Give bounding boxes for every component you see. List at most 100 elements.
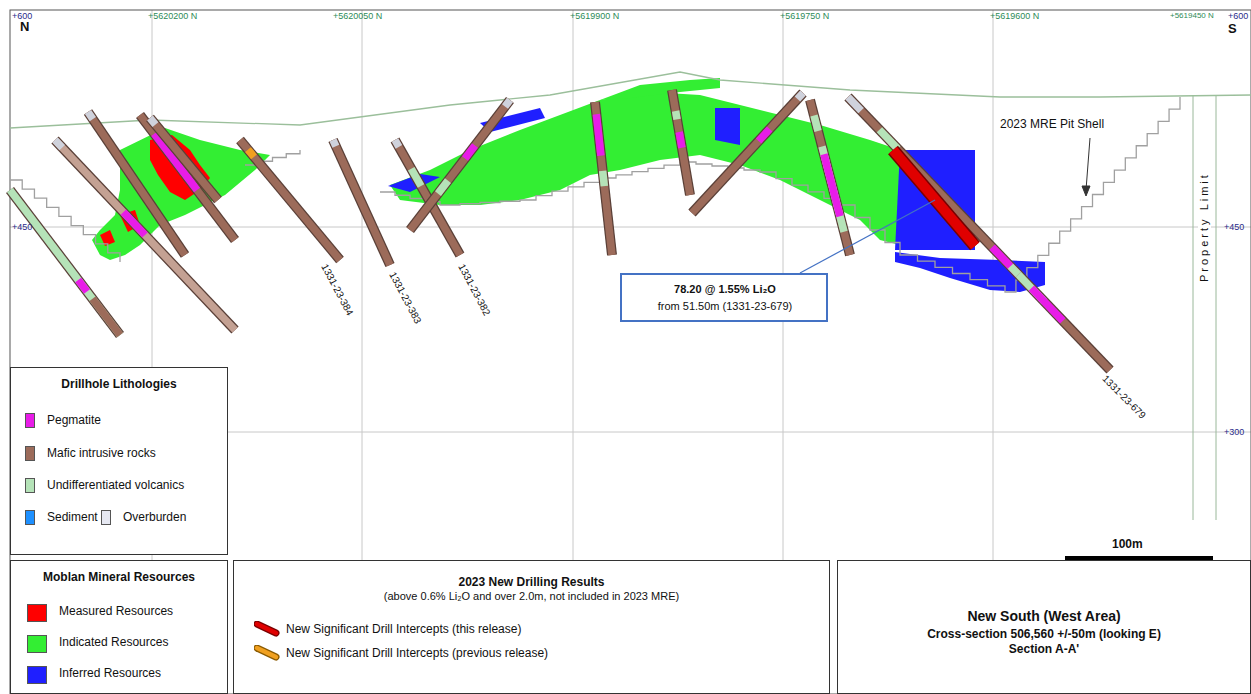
icon-fill	[257, 624, 276, 633]
label: S	[1228, 22, 1237, 37]
drillhole-interval	[1031, 288, 1062, 321]
label: +450	[12, 222, 32, 232]
legend-text: Sediment	[47, 510, 98, 524]
drillhole-outline	[88, 112, 185, 255]
drillhole-interval	[78, 280, 87, 292]
drillhole-outline	[140, 115, 235, 240]
drillhole-interval	[55, 140, 62, 148]
drillhole-outline	[410, 100, 510, 230]
drillhole-outline	[333, 140, 390, 265]
drillhole-interval	[759, 129, 770, 141]
drillhole-outline	[10, 190, 120, 335]
label: Property Limit	[1198, 172, 1211, 282]
drillhole-interval	[395, 140, 460, 255]
node-text: Moblan Mineral Resources	[43, 570, 195, 584]
legend-text: New Significant Drill Intercepts (previo…	[286, 646, 548, 660]
legend-text: New Significant Drill Intercepts (this r…	[286, 622, 521, 636]
drillhole-interval	[992, 247, 1018, 274]
legend-swatch	[25, 510, 35, 525]
intercept-icon	[254, 645, 280, 661]
label: +5620200 N	[148, 11, 197, 21]
legend-box: Moblan Mineral ResourcesMeasured Resourc…	[10, 560, 228, 694]
label: +300	[1224, 427, 1244, 437]
icon-fill	[257, 648, 276, 657]
drillhole-interval	[848, 97, 861, 111]
drillhole-interval	[814, 116, 818, 132]
label: +5620050 N	[333, 11, 382, 21]
drillhole-interval	[879, 130, 897, 149]
drillhole-interval	[672, 90, 690, 195]
drillhole-interval	[333, 140, 336, 146]
drillhole-interval	[123, 212, 145, 235]
drillhole-interval	[822, 147, 844, 232]
grid	[10, 10, 1251, 694]
drillhole-interval	[1010, 266, 1018, 274]
drillhole-interval	[93, 299, 121, 335]
legend-text: Mafic intrusive rocks	[47, 446, 156, 460]
drillhole-interval	[676, 111, 677, 119]
label: 1331-23-382	[456, 262, 493, 317]
legend-swatch	[27, 635, 47, 653]
legend-swatch	[25, 478, 35, 493]
legend-swatch	[101, 510, 111, 525]
node-text: 2023 New Drilling Results	[458, 575, 604, 589]
drillhole-outline	[672, 90, 690, 195]
resource-blocks	[92, 78, 1045, 292]
legend-swatch	[25, 446, 35, 461]
drillhole-interval	[248, 150, 254, 157]
drillhole-outline	[810, 100, 850, 255]
legend-swatch	[27, 666, 47, 684]
label: +450	[1224, 222, 1244, 232]
legend-text: Pegmatite	[47, 413, 101, 427]
frame	[10, 10, 1251, 694]
label: N	[20, 20, 29, 35]
node-text: Drillhole Lithologies	[61, 377, 176, 391]
label: +5619600 N	[990, 11, 1039, 21]
drillhole-outline	[55, 140, 235, 330]
legend-swatch	[25, 413, 35, 428]
drillhole-interval	[88, 112, 185, 255]
drillhole-interval	[797, 93, 803, 99]
legend-swatch	[27, 604, 47, 622]
results-panel: 2023 New Drilling Results(above 0.6% Li₂…	[233, 560, 830, 694]
drillhole-interval	[679, 132, 682, 148]
icon-outline	[257, 648, 276, 657]
drillhole-interval	[410, 100, 510, 230]
drillhole-outline	[240, 140, 340, 260]
drillhole-outline	[692, 93, 803, 213]
icon-outline	[257, 624, 276, 633]
node-text: from 51.50m (1331-23-679)	[658, 300, 793, 312]
drillhole-outline	[595, 102, 612, 255]
node-text: (above 0.6% Li₂O and over 2.0m, not incl…	[384, 590, 679, 602]
drillhole-interval	[88, 112, 93, 119]
label: +5619750 N	[780, 11, 829, 21]
drillhole-interval	[333, 140, 390, 265]
drillhole-interval	[240, 140, 340, 260]
node-text: Section A-A'	[1009, 642, 1079, 656]
callout-leader	[800, 200, 935, 273]
drillhole-interval	[150, 118, 155, 125]
node-text: New South (West Area)	[967, 608, 1120, 624]
intercept-outline	[893, 150, 975, 246]
label: 1331-23-679	[1100, 373, 1148, 421]
drillhole-outline	[395, 140, 460, 255]
drillhole-interval	[505, 100, 510, 107]
drillhole-interval	[55, 140, 235, 330]
drillhole-interval	[692, 93, 803, 213]
drillhole-interval	[824, 154, 840, 216]
label: 1331-23-383	[387, 270, 424, 325]
label: 1331-23-384	[319, 262, 356, 317]
drillhole-interval	[140, 115, 235, 240]
drillhole-interval	[150, 118, 218, 200]
node-text: 78.20 @ 1.55% Li₂O	[674, 283, 776, 295]
label: 100m	[1112, 538, 1143, 552]
label: +5619450 N	[1170, 11, 1214, 20]
legend-text: Measured Resources	[59, 604, 173, 618]
drillhole-interval	[438, 181, 448, 194]
pit-shell	[10, 97, 1180, 292]
drillhole-interval	[603, 171, 605, 186]
drillhole-outline	[150, 118, 218, 200]
legend-box: Drillhole LithologiesPegmatiteMafic intr…	[10, 367, 228, 555]
drillholes	[10, 90, 1110, 370]
